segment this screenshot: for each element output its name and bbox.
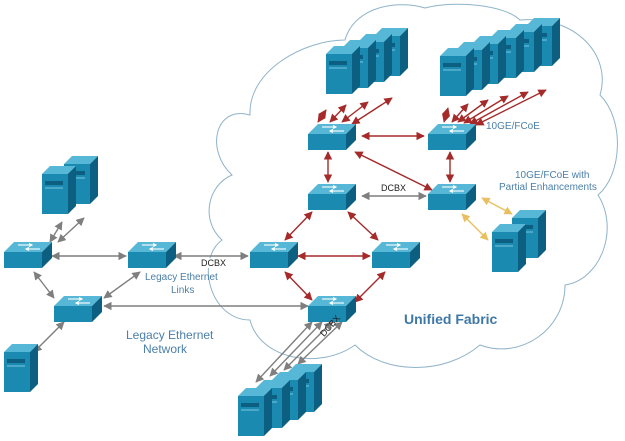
label-legacy-links-line2: Links xyxy=(171,285,195,296)
label-dcbx-middle: DCBX xyxy=(198,258,230,268)
server-stack-left xyxy=(41,155,99,215)
label-legacy-network-line2: Network xyxy=(143,342,188,356)
switch-legacy-center xyxy=(127,241,177,269)
server-stack-bottom xyxy=(237,363,323,437)
partial-links xyxy=(461,197,513,241)
switch-aggregation-left xyxy=(249,241,299,269)
fcoe-links xyxy=(284,89,547,303)
switch-fcoe-right xyxy=(427,123,477,151)
server-stack-top-center xyxy=(325,27,409,95)
label-unified-fabric: Unified Fabric xyxy=(404,311,498,327)
label-dcbx-top: DCBX xyxy=(378,183,410,193)
switch-fcoe-left xyxy=(307,123,357,151)
label-partial-line2: Partial Enhancements xyxy=(499,182,597,193)
server-stack-top-right xyxy=(439,17,561,97)
server-stack-right xyxy=(491,209,547,273)
switch-partial-right xyxy=(427,183,477,211)
unified-fabric-cloud xyxy=(207,3,618,368)
switch-legacy-left xyxy=(3,241,53,269)
label-partial-line1: 10GE/FCoE with xyxy=(515,170,590,181)
server-single-bottom-left xyxy=(3,343,39,393)
label-10ge-fcoe: 10GE/FCoE xyxy=(486,121,540,132)
switch-aggregation-right xyxy=(371,241,421,269)
switch-legacy-bottom xyxy=(53,295,103,323)
switch-core-center xyxy=(307,183,357,211)
label-legacy-links-line1: Legacy Ethernet xyxy=(145,272,218,283)
ethernet-links xyxy=(33,191,427,383)
label-legacy-network-line1: Legacy Ethernet xyxy=(126,328,214,342)
